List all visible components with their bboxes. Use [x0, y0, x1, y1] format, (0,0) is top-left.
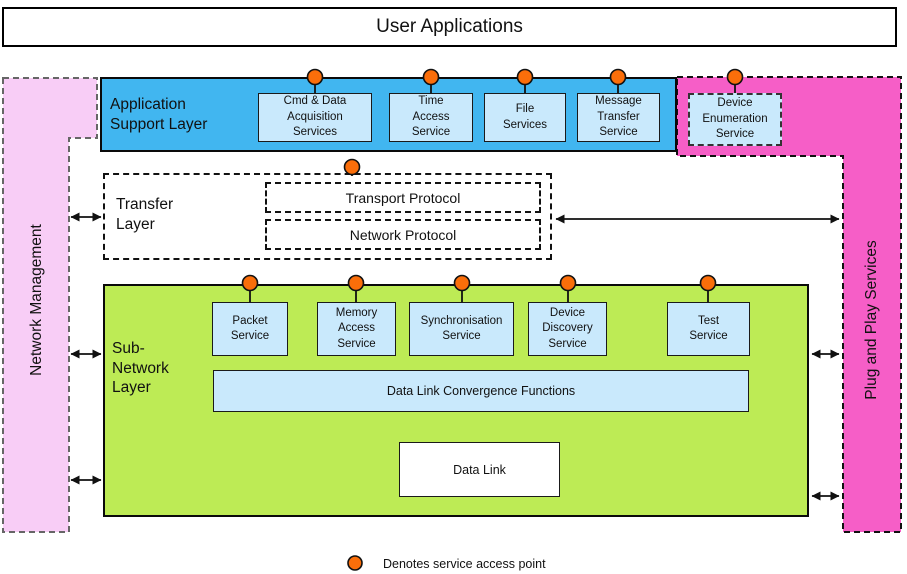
transfer-layer-label: Transfer Layer: [116, 196, 174, 233]
device-enumeration-service-box: Device Enumeration Service: [688, 93, 782, 146]
packet-service-box: Packet Service: [212, 302, 288, 356]
data-link-convergence-functions-box: Data Link Convergence Functions: [213, 370, 749, 412]
device-discovery-service-box: Device Discovery Service: [528, 302, 607, 356]
test-service-box: Test Service: [667, 302, 750, 356]
user-applications-box: User Applications: [2, 7, 897, 47]
sub-network-layer-label: Sub- Network Layer: [112, 340, 169, 396]
user-applications-label: User Applications: [376, 16, 523, 37]
network-management-label: Network Management: [28, 224, 45, 376]
file-services-box: File Services: [484, 93, 566, 142]
plug-and-play-services-label: Plug and Play Services: [863, 240, 880, 400]
synchronisation-service-box: Synchronisation Service: [409, 302, 514, 356]
cmd-data-acquisition-services-box: Cmd & Data Acquisition Services: [258, 93, 372, 142]
transport-protocol-box: Transport Protocol: [265, 182, 541, 213]
sap-device-enumeration-icon: [726, 68, 744, 86]
application-support-layer-label: Application Support Layer: [110, 96, 208, 133]
memory-access-service-box: Memory Access Service: [317, 302, 396, 356]
transfer-layer-box: [103, 173, 552, 260]
legend-label: Denotes service access point: [383, 556, 546, 571]
legend-sap-icon: [347, 555, 363, 571]
data-link-box: Data Link: [399, 442, 560, 497]
time-access-service-box: Time Access Service: [389, 93, 473, 142]
message-transfer-service-box: Message Transfer Service: [577, 93, 660, 142]
network-management-bar: [2, 77, 98, 533]
network-protocol-box: Network Protocol: [265, 219, 541, 250]
